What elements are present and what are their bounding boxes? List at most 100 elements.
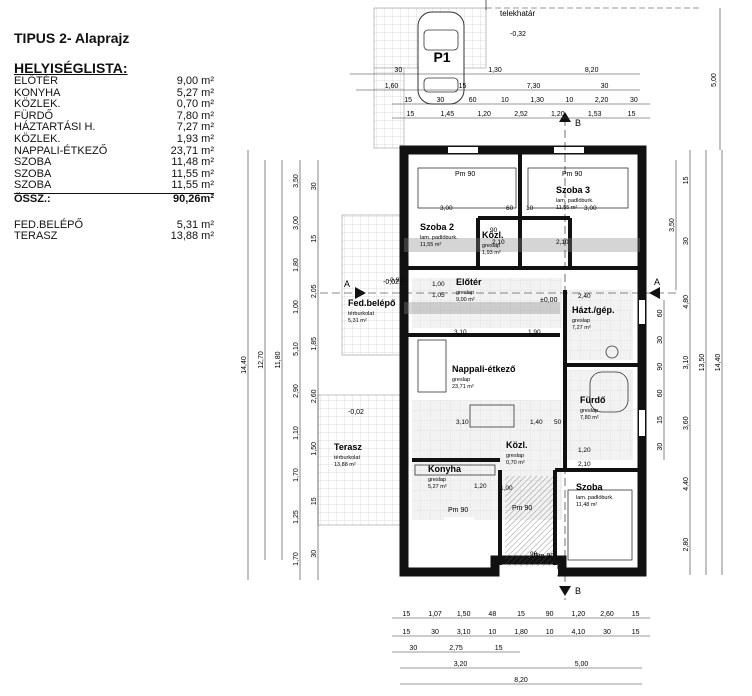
dim-text: 3,60 xyxy=(683,416,690,430)
room-labels: Szoba 2 lam. padlóburk.11,55 m² Közl. gresl… xyxy=(334,185,615,508)
total-area: 90,26m² xyxy=(173,192,214,205)
room-area-terasz: 13,88 m² xyxy=(334,462,356,468)
dim-text: 2,60 xyxy=(311,389,318,403)
room-label-nappali: Nappali-étkező xyxy=(452,364,516,374)
dim-text: 3,10 xyxy=(457,629,471,636)
room-label-konyha: Konyha xyxy=(428,464,462,474)
section-a-left: A xyxy=(344,279,350,289)
dim-text: 1,20 xyxy=(572,611,586,618)
dining-table xyxy=(469,404,515,428)
room-area: 7,27 m² xyxy=(176,121,214,134)
room-finish-furdo: greslap xyxy=(580,408,598,414)
dim-text: 1,50 xyxy=(457,611,471,618)
dim-text: 60 xyxy=(657,389,664,397)
inner-dim-text: 90 xyxy=(490,227,498,234)
dim-text: 11,80 xyxy=(275,351,282,368)
extra-name: FED.BELÉPŐ xyxy=(14,218,84,231)
dim-text: 90 xyxy=(546,611,554,618)
dim-text: 15 xyxy=(628,111,636,118)
dim-text: 3,50 xyxy=(669,218,676,232)
dim-text: 15 xyxy=(311,235,318,243)
inner-dim-text: 1,20 xyxy=(474,483,487,490)
room-area-nappali: 23,71 m² xyxy=(452,384,474,390)
room-area: 1,93 m² xyxy=(176,132,214,145)
dim-text: 15 xyxy=(402,611,410,618)
dim-text: 15 xyxy=(404,97,412,104)
bed-room xyxy=(567,489,633,561)
dim-text: 30 xyxy=(409,645,417,652)
boundary-label: telekhatár xyxy=(500,9,535,18)
room-finish-haztgep: greslap xyxy=(572,318,590,324)
dim-text: 30 xyxy=(683,237,690,245)
dim-text: 15 xyxy=(311,497,318,505)
room-label-kozl1: Közl. xyxy=(482,230,504,240)
dim-text: 15 xyxy=(407,111,415,118)
dim-text: 30 xyxy=(601,83,609,90)
section-a-right: A xyxy=(654,277,660,287)
room-finish-szoba3: lam. padlóburk. xyxy=(556,198,594,204)
room-area-szoba3: 11,55 m² xyxy=(556,205,577,211)
bed-room3 xyxy=(527,167,629,209)
room-row: SZOBA 11,55 m² xyxy=(14,180,214,192)
dim-text: 60 xyxy=(469,97,477,104)
window-tag: Pm 90 xyxy=(455,171,475,178)
dim-text: 4,80 xyxy=(683,295,690,309)
dim-text: 1,45 xyxy=(440,111,454,118)
room-name: SZOBA xyxy=(14,179,52,192)
room-area: 11,55 m² xyxy=(171,179,214,192)
dim-text: 3,00 xyxy=(293,216,300,230)
inner-dim-text: 2,40 xyxy=(578,293,591,300)
dim-text: 30 xyxy=(311,182,318,190)
level-outside: -0,32 xyxy=(510,31,526,38)
dim-text: 1,00 xyxy=(293,300,300,314)
dim-text: 60 xyxy=(657,309,664,317)
window-tag: Pm 90 xyxy=(448,507,468,514)
dim-text: 30 xyxy=(603,629,611,636)
dim-text: 12,70 xyxy=(258,351,265,369)
inner-dim-text: 1,00 xyxy=(500,485,513,492)
level-floor: ±0,00 xyxy=(540,297,558,304)
room-name: SZOBA xyxy=(14,156,52,169)
room-row: KÖZLEK.0,70 m² xyxy=(14,99,214,111)
total-label: ÖSSZ.: xyxy=(14,192,51,205)
dim-text: 5,00 xyxy=(575,661,589,668)
dim-text: 1,20 xyxy=(551,111,565,118)
level-terrace: -0,02 xyxy=(348,409,364,416)
inner-dim-text: 3,10 xyxy=(454,329,467,336)
room-name: HÁZTARTÁSI H. xyxy=(14,121,96,134)
room-label-haztgep: Házt./gép. xyxy=(572,305,615,315)
dim-text: 1,25 xyxy=(293,510,300,524)
room-finish-fedbelepo: térburkolat xyxy=(348,311,374,317)
inner-dim-text: 90 xyxy=(530,551,538,558)
dim-text: 2,90 xyxy=(293,384,300,398)
dim-text: 90 xyxy=(657,363,664,371)
dim-text: 1,20 xyxy=(477,111,491,118)
dim-text: 2,05 xyxy=(311,284,318,298)
room-name: KÖZLEK. xyxy=(14,132,61,145)
inner-dim-text: 3,10 xyxy=(456,419,469,426)
room-area-eloter: 9,00 m² xyxy=(456,297,475,303)
dim-text: 10 xyxy=(488,629,496,636)
dim-text: 30 xyxy=(394,67,402,74)
dim-text: 15 xyxy=(657,416,664,424)
inner-dim-text: 1,00 xyxy=(432,281,445,288)
inner-dim-text: 1,90 xyxy=(528,329,541,336)
room-label-terasz: Terasz xyxy=(334,442,362,452)
washer-icon xyxy=(605,345,619,359)
dim-text: 8,20 xyxy=(514,677,528,684)
inner-dim-text: 1,20 xyxy=(578,447,591,454)
total-row: ÖSSZ.: 90,26m² xyxy=(14,192,214,206)
room-finish-nappali: greslap xyxy=(452,377,470,383)
window-tag: Pm 90 xyxy=(562,171,582,178)
inner-dim-text: 1,40 xyxy=(530,419,543,426)
dim-text: 1,53 xyxy=(588,111,602,118)
inner-dim-text: 50 xyxy=(554,419,562,426)
furniture xyxy=(414,167,633,561)
dim-text: 1,07 xyxy=(428,611,442,618)
room-label-szoba2: Szoba 2 xyxy=(420,222,454,232)
